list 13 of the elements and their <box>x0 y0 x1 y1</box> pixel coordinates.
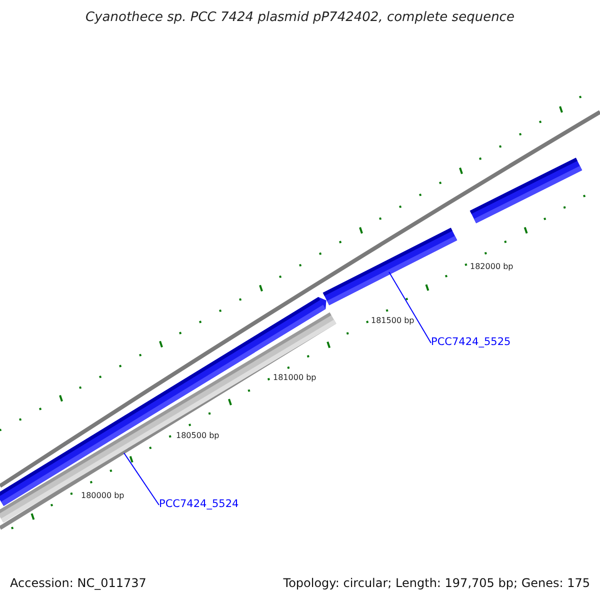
scale-label: 180000 bp <box>81 491 124 500</box>
leader-line <box>124 452 160 506</box>
scale-label: 180500 bp <box>176 431 220 440</box>
gene-label: PCC7424_5525 <box>431 336 511 348</box>
title: Cyanothece sp. PCC 7424 plasmid pP742402, complete sequence <box>84 10 516 25</box>
accession-text: Accession: NC_011737 <box>10 576 146 590</box>
gene-label: PCC7424_5524 <box>159 498 239 510</box>
summary-text: Topology: circular; Length: 197,705 bp; Genes: 175 <box>283 576 590 590</box>
scale-label: 181500 bp <box>371 316 414 325</box>
scale-label: 182000 bp <box>470 262 514 271</box>
leader-line <box>388 272 432 344</box>
gene-bar <box>322 228 458 306</box>
scale-label: 181000 bp <box>273 373 316 382</box>
